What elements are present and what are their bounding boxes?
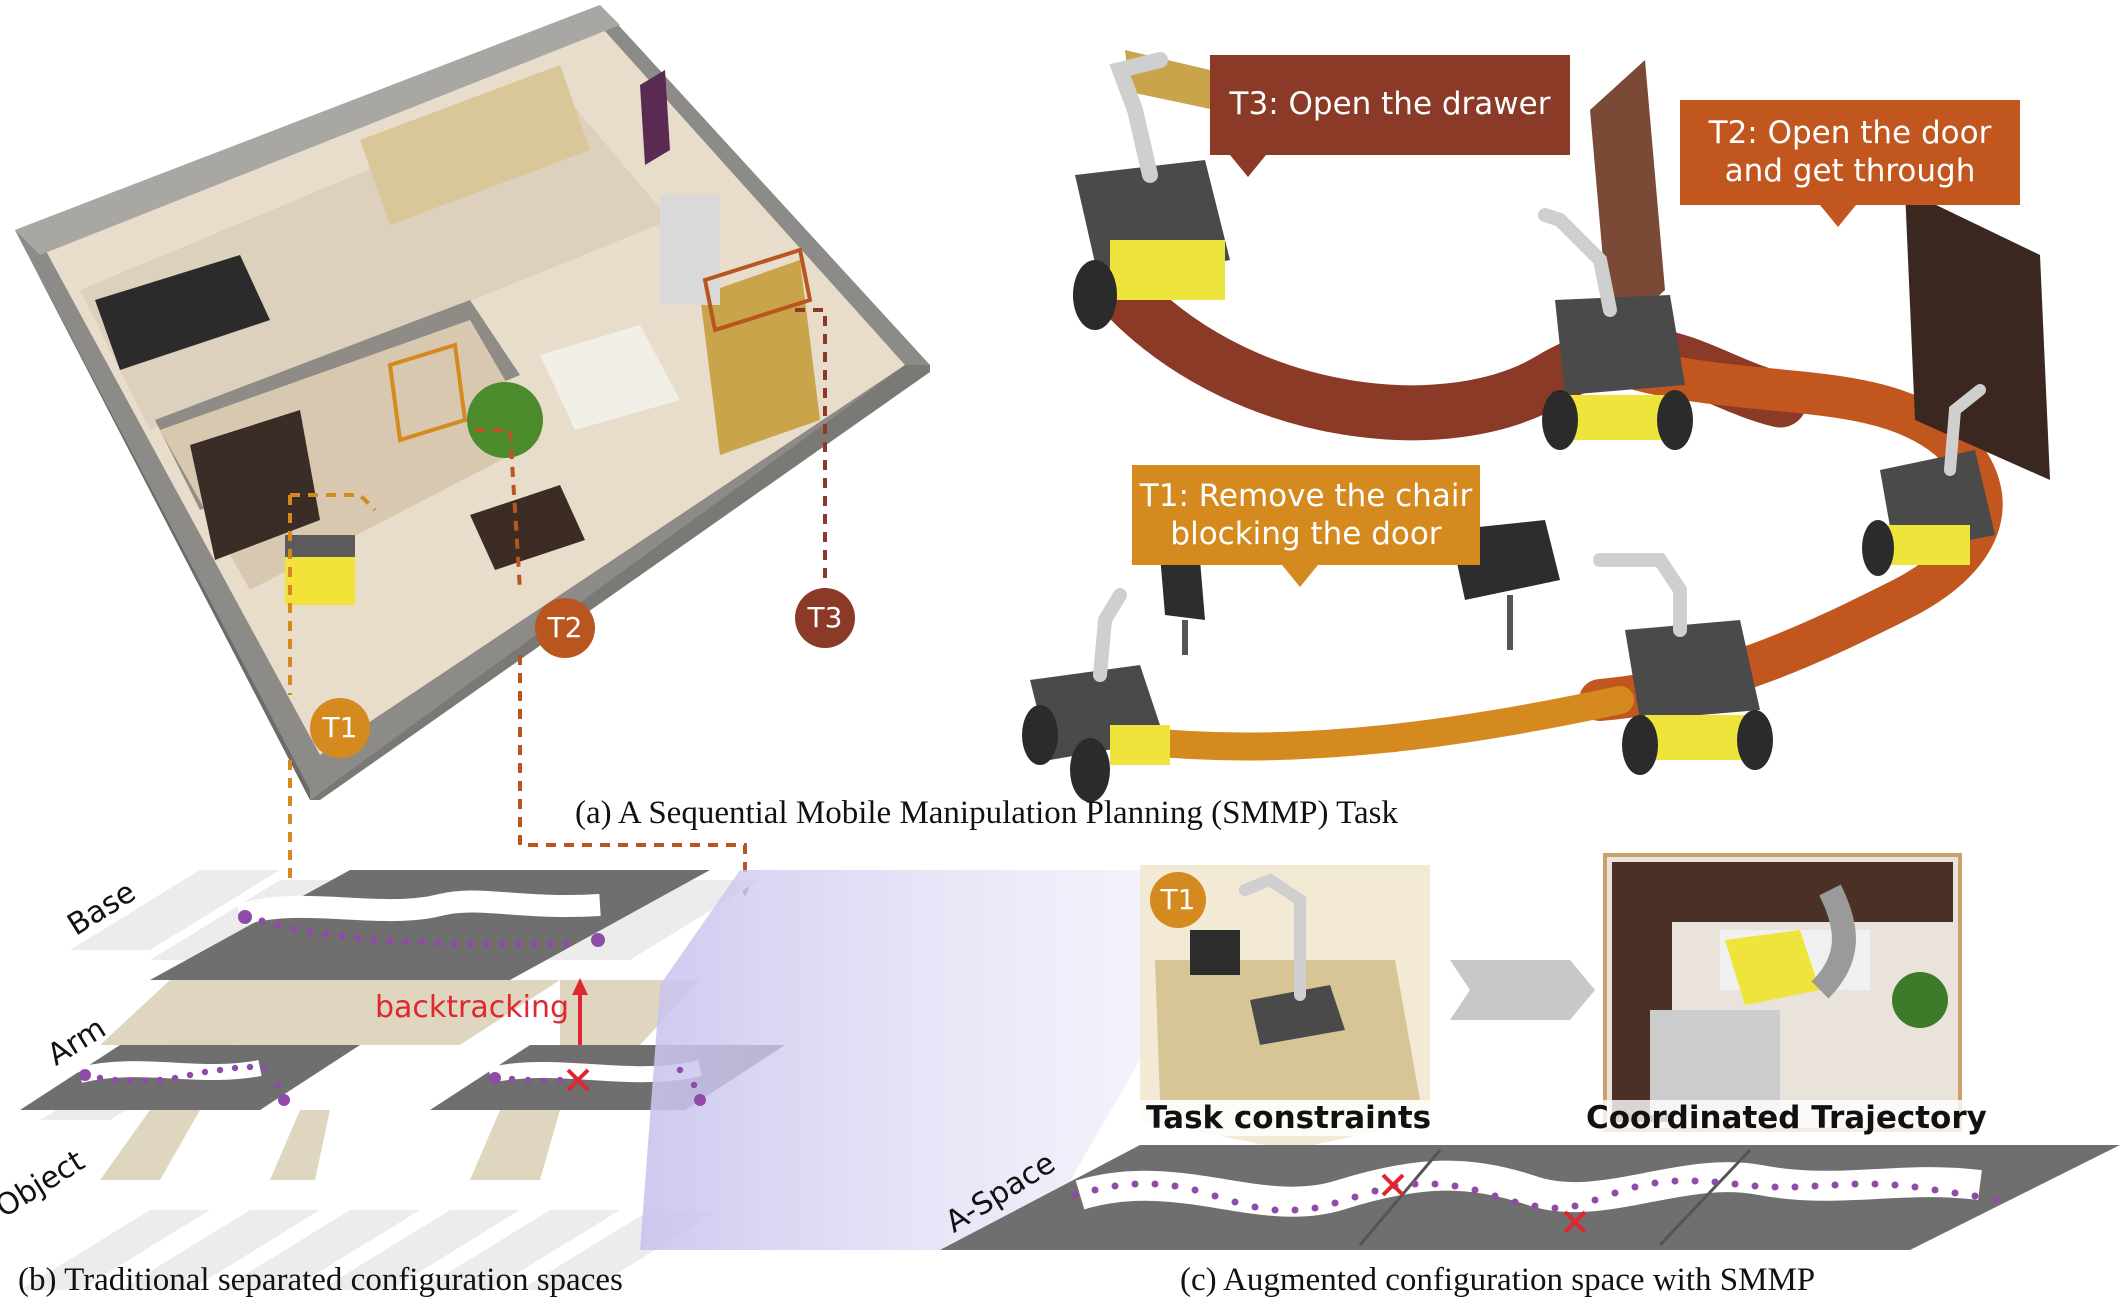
backtracking-label: backtracking bbox=[375, 990, 570, 1025]
backtracking-arrow bbox=[572, 978, 588, 1045]
kitchen-counter bbox=[700, 260, 820, 455]
dotted-paths bbox=[79, 910, 706, 1106]
badge-t2: T2 bbox=[535, 598, 595, 658]
robot-t1-start bbox=[285, 555, 355, 605]
badge-t1: T1 bbox=[310, 698, 370, 758]
fridge bbox=[660, 195, 720, 305]
robot-t1-chair bbox=[1593, 553, 1773, 775]
dining-table bbox=[540, 325, 680, 430]
aspace-dotted-path bbox=[1071, 1177, 1999, 1214]
caption-a: (a) A Sequential Mobile Manipulation Pla… bbox=[575, 795, 1398, 831]
callout-t1: T1: Remove the chair blocking the door bbox=[1132, 465, 1480, 587]
augmented-space bbox=[940, 853, 2120, 1250]
caption-b: (b) Traditional separated configuration … bbox=[18, 1262, 623, 1298]
coordinated-trajectory-title: Coordinated Trajectory bbox=[1580, 1100, 1993, 1136]
purple-door bbox=[640, 70, 670, 165]
robot-t2-through bbox=[1862, 384, 1995, 576]
plant bbox=[467, 382, 543, 458]
trajectory-illustration bbox=[1022, 50, 2050, 802]
sofa bbox=[95, 255, 270, 370]
robot-t1-start bbox=[1022, 588, 1170, 802]
caption-c: (c) Augmented configuration space with S… bbox=[1180, 1262, 1816, 1298]
robot-t2-door bbox=[1538, 208, 1693, 450]
panel-arrow bbox=[1450, 960, 1595, 1020]
badge-t3: T3 bbox=[795, 588, 855, 648]
cross-mark-c2 bbox=[1563, 1210, 1587, 1234]
desk bbox=[470, 485, 585, 570]
house-floorplan bbox=[15, 5, 930, 800]
task-dashed-lines bbox=[288, 308, 827, 885]
separated-spaces bbox=[20, 870, 1250, 1290]
cross-mark-c1 bbox=[1381, 1173, 1405, 1197]
door-closed bbox=[1905, 190, 2050, 480]
callout-t3: T3: Open the drawer bbox=[1210, 55, 1570, 177]
callout-t2: T2: Open the door and get through bbox=[1680, 100, 2020, 227]
task-constraints-title: Task constraints bbox=[1140, 1100, 1438, 1136]
robot-t3 bbox=[1073, 52, 1230, 330]
office-chair bbox=[1160, 555, 1205, 655]
projection-beam bbox=[640, 870, 1250, 1250]
cross-mark-b bbox=[566, 1068, 590, 1092]
bookshelf bbox=[360, 65, 590, 225]
badge-t1-panel: T1 bbox=[1150, 872, 1206, 928]
